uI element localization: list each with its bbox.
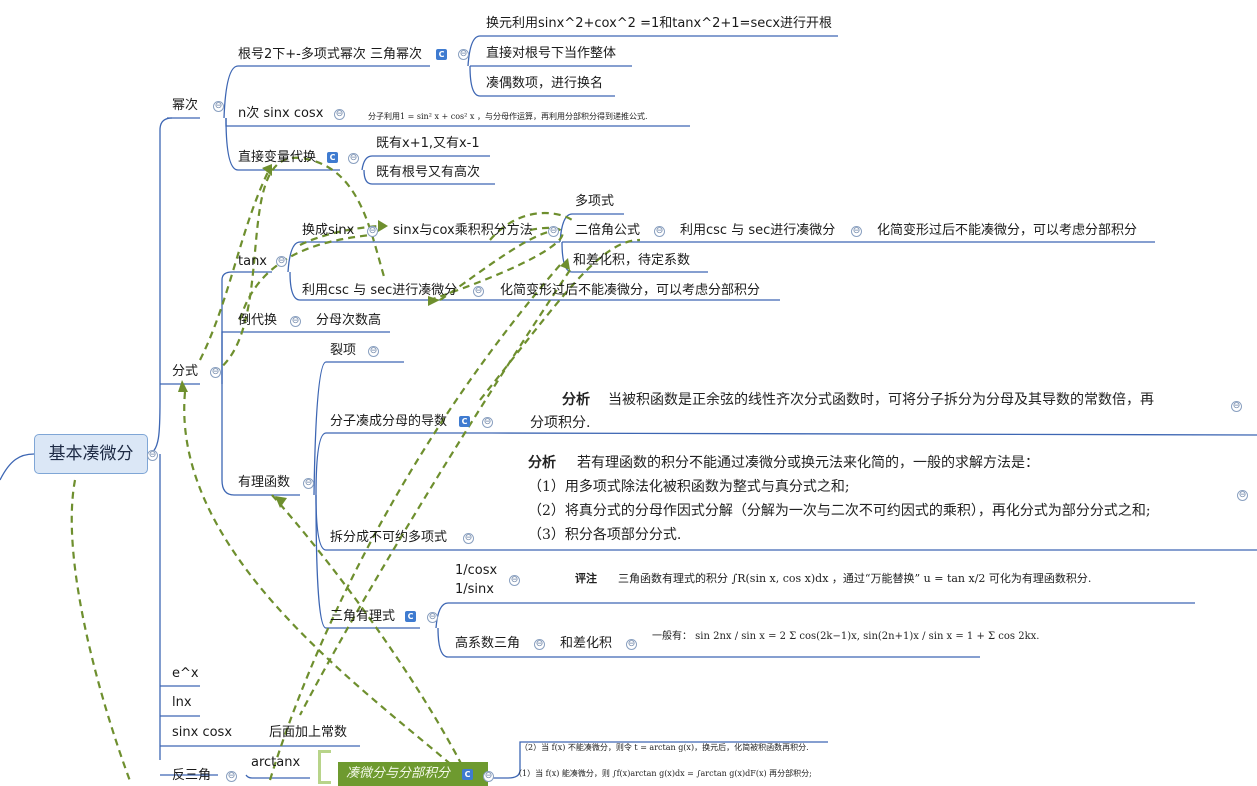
irr-line-4: （3）积分各项部分分式.	[528, 527, 682, 543]
node-denominator-high[interactable]: 分母次数高	[316, 313, 382, 328]
node-rational[interactable]: 有理函数	[238, 475, 291, 490]
trig-sub-1[interactable]: 1/cosx	[455, 563, 498, 578]
collapse-toggle-icon[interactable]: ⊖	[213, 101, 224, 112]
irr-line-2: （1）用多项式除法化被积函数为整式与真分式之和;	[528, 479, 850, 495]
root2-child-3[interactable]: 凑偶数项，进行换名	[486, 76, 604, 91]
deriv-note-2: 分项积分.	[530, 415, 591, 431]
node-trig-rational[interactable]: 三角有理式	[330, 609, 396, 624]
collapse-toggle-icon[interactable]: ⊖	[427, 612, 438, 623]
collapse-toggle-icon[interactable]: ⊖	[851, 226, 862, 237]
node-root2[interactable]: 根号2下+-多项式幂次 三角幂次	[238, 47, 422, 62]
collapse-toggle-icon[interactable]: ⊖	[654, 226, 665, 237]
direct-child-2[interactable]: 既有根号又有高次	[376, 165, 481, 180]
collapse-toggle-icon[interactable]: ⊖	[548, 226, 559, 237]
node-double-angle[interactable]: 二倍角公式	[575, 223, 641, 238]
node-csc-2[interactable]: 利用csc 与 sec进行凑微分	[302, 283, 458, 298]
irr-note-head: 分析	[528, 455, 556, 471]
collapse-toggle-icon[interactable]: ⊖	[147, 450, 158, 461]
irr-line-3: （2）将真分式的分母作因式分解（分解为一次与二次不可约因式的乘积），再化分式为部…	[528, 503, 1151, 519]
node-high-coef-trig[interactable]: 高系数三角	[455, 636, 521, 651]
note-badge-icon[interactable]: C	[327, 152, 338, 163]
collapse-toggle-icon[interactable]: ⊖	[463, 533, 474, 544]
trig-note-head: 评注	[575, 572, 597, 585]
collapse-toggle-icon[interactable]: ⊖	[368, 346, 379, 357]
branch-sinx-cosx[interactable]: sinx cosx	[172, 725, 233, 740]
nsin-note: 分子利用1 = sin² x + cos² x ，与分母作运算，再利用分部积分得…	[368, 112, 648, 121]
parts-note-1: （2）当 f(x) 不能凑微分，则令 t = arctan g(x)，换元后，化…	[520, 743, 809, 752]
branch-lnx[interactable]: lnx	[172, 695, 192, 710]
root2-child-2[interactable]: 直接对根号下当作整体	[486, 46, 617, 61]
sincos-child[interactable]: 后面加上常数	[269, 725, 348, 740]
collapse-toggle-icon[interactable]: ⊖	[276, 256, 287, 267]
deriv-note-head: 分析	[562, 392, 590, 408]
root-node[interactable]: 基本凑微分	[34, 434, 148, 474]
note-badge-icon[interactable]: C	[436, 49, 447, 60]
collapse-toggle-icon[interactable]: ⊖	[482, 417, 493, 428]
collapse-toggle-icon[interactable]: ⊖	[348, 153, 359, 164]
node-sum-to-product[interactable]: 和差化积	[560, 636, 613, 651]
collapse-toggle-icon[interactable]: ⊖	[483, 771, 494, 782]
collapse-toggle-icon[interactable]: ⊖	[334, 109, 345, 120]
node-polynomial[interactable]: 多项式	[575, 194, 615, 209]
note-badge-icon[interactable]: C	[459, 416, 470, 427]
node-sin-cos[interactable]: sinx与cox乘积积分方法	[393, 223, 533, 238]
high-note: 一般有： sin 2nx / sin x = 2 Σ cos(2k−1)x, s…	[652, 631, 1040, 642]
node-nsin[interactable]: n次 sinx cosx	[238, 106, 324, 121]
branch-fraction[interactable]: 分式	[172, 364, 199, 379]
node-sin-sub[interactable]: 换成sinx	[302, 223, 355, 238]
collapse-toggle-icon[interactable]: ⊖	[1231, 401, 1242, 412]
trig-sub-2[interactable]: 1/sinx	[455, 582, 494, 597]
trig-note: 三角函数有理式的积分 ∫R(sin x, cos x)dx ，通过“万能替换” …	[618, 572, 1092, 585]
collapse-toggle-icon[interactable]: ⊖	[534, 639, 545, 650]
collapse-toggle-icon[interactable]: ⊖	[303, 478, 314, 489]
root2-child-1[interactable]: 换元利用sinx^2+cox^2 =1和tanx^2+1=secx进行开根	[486, 16, 833, 31]
branch-inverse-trig[interactable]: 反三角	[172, 768, 212, 783]
node-irreducible[interactable]: 拆分成不可约多项式	[330, 530, 448, 545]
collapse-toggle-icon[interactable]: ⊖	[458, 49, 469, 60]
parts-note-2: （1）当 f(x) 能凑微分，则 ∫f(x)arctan g(x)dx = ∫a…	[514, 769, 812, 778]
branch-ex[interactable]: e^x	[172, 666, 199, 681]
irr-line-1: 若有理函数的积分不能通过凑微分或换元法来化简的，一般的求解方法是：	[577, 455, 1039, 471]
collapse-toggle-icon[interactable]: ⊖	[509, 575, 520, 586]
collapse-toggle-icon[interactable]: ⊖	[473, 286, 484, 297]
bracket-decoration	[318, 750, 331, 784]
node-sum-diff[interactable]: 和差化积，待定系数	[573, 253, 691, 268]
node-csc-1[interactable]: 利用csc 与 sec进行凑微分	[680, 223, 836, 238]
node-simplify-2[interactable]: 化简变形过后不能凑微分，可以考虑分部积分	[500, 283, 761, 298]
node-direct-sub[interactable]: 直接变量代换	[238, 150, 317, 165]
node-split[interactable]: 裂项	[330, 343, 357, 358]
arc-child[interactable]: arctanx	[251, 755, 301, 770]
collapse-toggle-icon[interactable]: ⊖	[226, 771, 237, 782]
collapse-toggle-icon[interactable]: ⊖	[626, 639, 637, 650]
node-derivative[interactable]: 分子凑成分母的导数	[330, 414, 448, 429]
node-tanx[interactable]: tanx	[238, 254, 267, 269]
deriv-note: 当被积函数是正余弦的线性齐次分式函数时，可将分子拆分为分母及其导数的常数倍，再	[608, 392, 1154, 408]
branch-power[interactable]: 幂次	[172, 98, 199, 113]
note-badge-icon[interactable]: C	[462, 769, 473, 780]
node-simplify-1[interactable]: 化简变形过后不能凑微分，可以考虑分部积分	[877, 223, 1138, 238]
collapse-toggle-icon[interactable]: ⊖	[290, 316, 301, 327]
collapse-toggle-icon[interactable]: ⊖	[210, 367, 221, 378]
collapse-toggle-icon[interactable]: ⊖	[367, 226, 378, 237]
node-inverse-sub[interactable]: 倒代换	[238, 313, 278, 328]
direct-child-1[interactable]: 既有x+1,又有x-1	[376, 136, 480, 151]
note-badge-icon[interactable]: C	[405, 611, 416, 622]
collapse-toggle-icon[interactable]: ⊖	[1237, 490, 1248, 501]
